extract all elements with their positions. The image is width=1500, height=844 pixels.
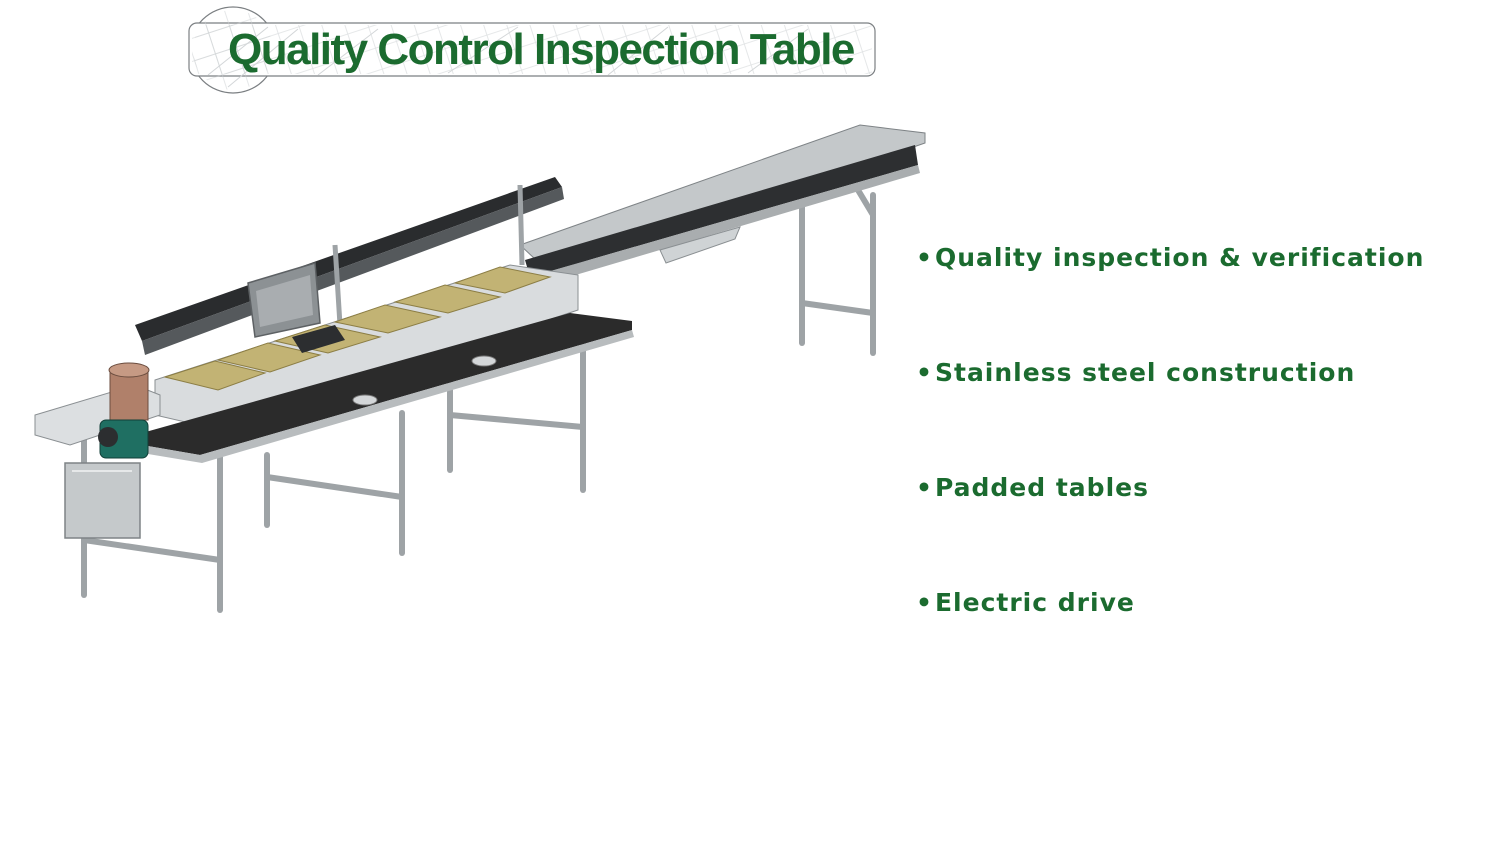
feature-label: Quality inspection & verification	[934, 243, 1425, 272]
conveyor-table-illustration	[34, 124, 926, 613]
feature-label: Electric drive	[934, 588, 1135, 617]
bullet-dot: •	[916, 243, 933, 272]
page-title: Quality Control Inspection Table	[228, 25, 855, 74]
title-banner: Quality Control Inspection Table	[188, 5, 876, 95]
feature-label: Padded tables	[934, 473, 1149, 502]
feature-item: •Stainless steel construction	[916, 351, 1476, 466]
bullet-dot: •	[916, 473, 933, 502]
bullet-dot: •	[916, 358, 933, 387]
feature-item: •Padded tables	[916, 466, 1476, 581]
bullet-dot: •	[916, 588, 933, 617]
feature-item: •Electric drive	[916, 581, 1476, 696]
title-banner-frame	[188, 6, 876, 94]
feature-item: •Quality inspection & verification	[916, 236, 1476, 351]
feature-label: Stainless steel construction	[934, 358, 1356, 387]
feature-list: •Quality inspection & verification •Stai…	[916, 236, 1476, 696]
